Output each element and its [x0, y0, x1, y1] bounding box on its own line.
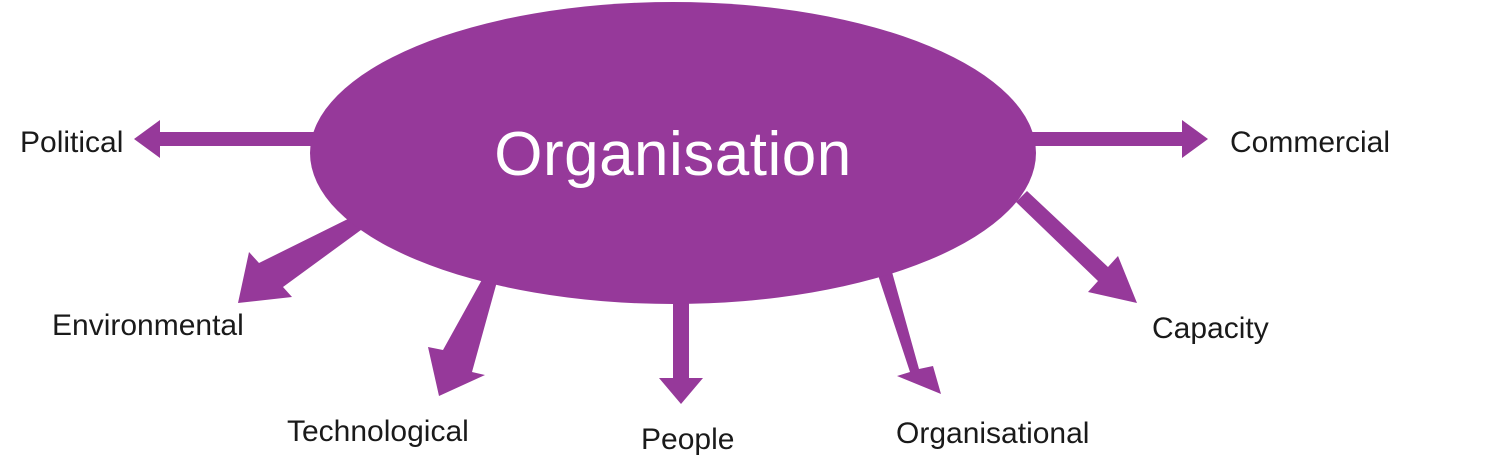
node-label-people: People: [641, 423, 734, 456]
arrow-people: [659, 295, 703, 404]
arrow-technological-shape: [428, 276, 498, 396]
arrow-capacity-shape: [1016, 191, 1137, 303]
arrow-organisational-shape: [878, 272, 941, 394]
arrow-technological: [428, 276, 498, 396]
arrow-commercial: [1015, 120, 1208, 158]
node-label-environmental: Environmental: [52, 309, 244, 342]
central-node-ellipse: [310, 2, 1036, 304]
arrow-people-shape: [659, 295, 703, 404]
arrow-capacity: [1016, 191, 1137, 303]
node-label-political: Political: [20, 126, 123, 159]
arrow-political-shape: [134, 120, 330, 158]
node-label-technological: Technological: [287, 415, 469, 448]
arrow-commercial-shape: [1015, 120, 1208, 158]
node-label-organisational: Organisational: [896, 417, 1089, 450]
arrow-environmental: [238, 210, 376, 303]
node-label-capacity: Capacity: [1152, 312, 1269, 345]
arrow-organisational: [878, 272, 941, 394]
arrow-political: [134, 120, 330, 158]
node-label-commercial: Commercial: [1230, 126, 1390, 159]
arrow-environmental-shape: [238, 210, 376, 303]
central-node-label: Organisation: [494, 120, 852, 189]
